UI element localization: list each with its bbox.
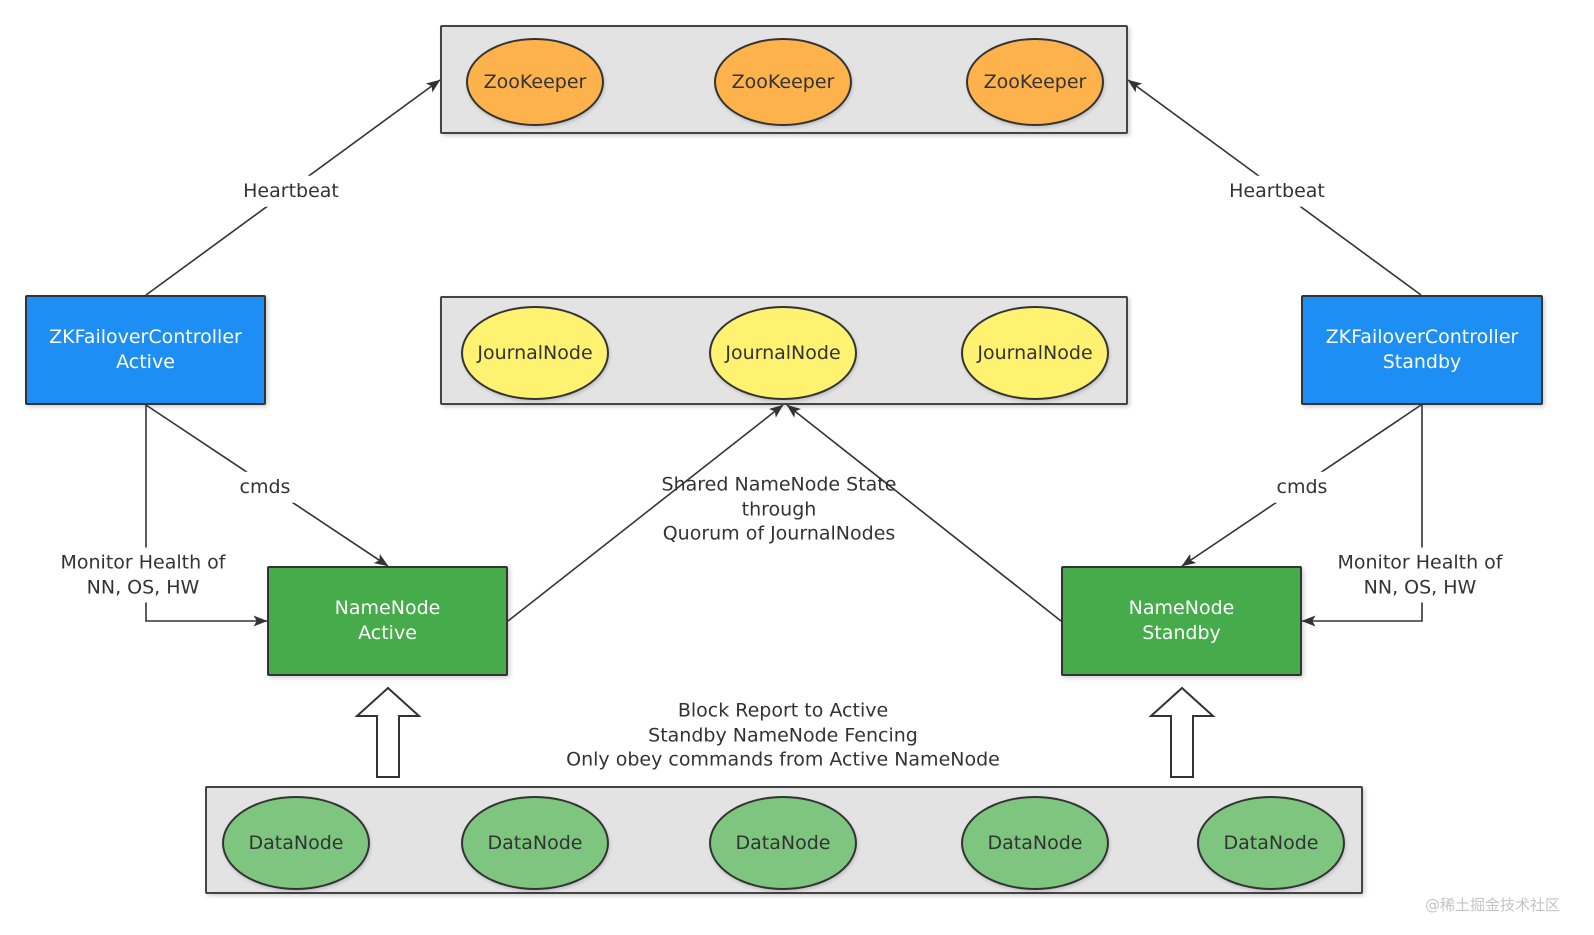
datanode-node: DataNode [961,796,1109,890]
zkfc-standby-box: ZKFailoverController Standby [1301,295,1543,405]
shared-state-line: through [741,497,817,520]
cmds-label-text: cmds [1276,475,1328,498]
block-report-label: Block Report to Active Standby NameNode … [566,698,1000,772]
namenode-active-box: NameNode Active [267,566,508,676]
cmds-label-standby: cmds [1271,471,1333,503]
block-report-line: Standby NameNode Fencing [648,723,918,746]
heartbeat-label-active: Heartbeat [238,175,344,207]
watermark: @稀土掘金技术社区 [1424,896,1560,914]
zkfc-active-state: Active [116,351,175,373]
heartbeat-label-text: Heartbeat [1229,179,1325,202]
shared-state-line: Shared NameNode State [661,473,897,496]
datanode-node: DataNode [709,796,857,890]
namenode-standby-name: NameNode [1128,597,1235,619]
journalnode-node: JournalNode [709,306,857,400]
namenode-active-name: NameNode [334,597,441,619]
zkfc-active-name: ZKFailoverController [49,326,242,348]
block-report-line: Only obey commands from Active NameNode [566,748,1000,771]
zkfc-standby-name: ZKFailoverController [1325,326,1519,348]
monitor-health-label-standby: Monitor Health of NN, OS, HW [1332,547,1508,603]
monitor-health-line: NN, OS, HW [86,576,200,598]
monitor-health-line: NN, OS, HW [1363,576,1477,598]
namenode-active-state: Active [358,622,417,644]
shared-state-label: Shared NameNode State through Quorum of … [662,472,897,546]
heartbeat-label-text: Heartbeat [243,179,339,202]
monitor-health-label-active: Monitor Health of NN, OS, HW [55,547,231,603]
zookeeper-node: ZooKeeper [714,38,852,126]
journalnode-node: JournalNode [461,306,609,400]
namenode-standby-state: Standby [1142,622,1221,644]
cmds-label-active: cmds [234,471,296,503]
zookeeper-node: ZooKeeper [966,38,1104,126]
datanode-node: DataNode [1197,796,1345,890]
cmds-label-text: cmds [239,475,291,498]
zkfc-standby-state: Standby [1382,351,1462,373]
datanode-node: DataNode [461,796,609,890]
monitor-health-line: Monitor Health of [1337,551,1503,574]
zookeeper-ensemble-group: ZooKeeper ZooKeeper ZooKeeper [440,25,1128,134]
block-report-arrow-active [354,686,422,778]
block-report-arrow-standby [1148,686,1216,778]
block-report-line: Block Report to Active [677,699,889,722]
heartbeat-label-standby: Heartbeat [1224,175,1330,207]
namenode-standby-box: NameNode Standby [1061,566,1302,676]
journalnode-node: JournalNode [961,306,1109,400]
zkfc-active-box: ZKFailoverController Active [25,295,266,405]
datanode-node: DataNode [222,796,370,890]
zookeeper-node: ZooKeeper [466,38,604,126]
monitor-health-line: Monitor Health of [60,551,226,574]
journalnode-quorum-group: JournalNode JournalNode JournalNode [440,296,1128,405]
datanode-group: DataNode DataNode DataNode DataNode Data… [205,786,1363,894]
shared-state-line: Quorum of JournalNodes [662,522,896,545]
